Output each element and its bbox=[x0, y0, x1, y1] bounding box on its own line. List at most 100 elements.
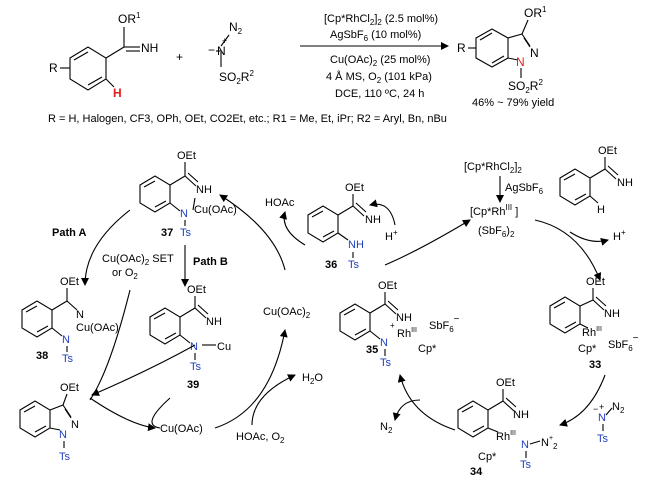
cp-35: Cp* bbox=[418, 343, 437, 355]
h-plus-left: H+ bbox=[385, 228, 398, 243]
cuoac-bottom: Cu(OAc) bbox=[160, 423, 203, 435]
nh-34: NH bbox=[513, 409, 529, 421]
azide-minus: − bbox=[208, 43, 215, 57]
cuoac-38: Cu(OAc) bbox=[76, 322, 119, 334]
condition-cu: Cu(OAc)2 (25 mol%) bbox=[330, 54, 430, 68]
azide-reagent-n2: N2 bbox=[612, 401, 625, 415]
oet-35: OEt bbox=[378, 280, 397, 292]
cp-33: Cp* bbox=[578, 343, 597, 355]
oet-33: OEt bbox=[586, 276, 605, 288]
ts-36: Ts bbox=[348, 259, 360, 271]
product-so2r2: SO2R2 bbox=[508, 78, 543, 95]
label-39: 39 bbox=[187, 379, 199, 391]
h2o: H2O bbox=[302, 372, 323, 386]
condition-ms: 4 Å MS, O2 (101 kPa) bbox=[326, 70, 432, 85]
n-38: N bbox=[62, 334, 70, 346]
rh-35: RhIII bbox=[397, 327, 417, 340]
plus-35: + bbox=[390, 321, 395, 330]
ts-34: Ts bbox=[520, 459, 532, 471]
n-34: N bbox=[521, 439, 529, 451]
ts-35: Ts bbox=[380, 357, 392, 369]
h-plus-right: H+ bbox=[613, 228, 626, 243]
substrate-cycle: OEt NH H bbox=[559, 145, 633, 216]
sbf6-35: SbF6− bbox=[429, 314, 460, 334]
label-34: 34 bbox=[470, 466, 483, 478]
nh-36-imine: NH bbox=[365, 214, 381, 226]
cuoac2-middle: Cu(OAc)2 bbox=[263, 306, 311, 320]
oet-39: OEt bbox=[187, 284, 206, 296]
oet-34: OEt bbox=[496, 377, 515, 389]
azide-plus: + bbox=[222, 36, 227, 46]
n2-release: N2 bbox=[380, 421, 393, 435]
ts-indazole: Ts bbox=[59, 451, 71, 463]
azide-reagent-plus: + bbox=[599, 402, 604, 412]
rh-33: RhIII bbox=[582, 326, 602, 339]
product-indazole: OR1 N R N SO2R2 46% ~ 79% yield bbox=[457, 5, 554, 109]
intermediate-35: OEt NH + RhIII SbF6− N Ts Cp* 35 bbox=[339, 280, 460, 369]
r1-label: OR1 bbox=[118, 11, 141, 26]
sulfonyl-azide: N2 − + N SO2R2 bbox=[208, 20, 254, 86]
intermediate-37: OEt NH N Cu(OAc) Ts 37 bbox=[139, 150, 237, 239]
condition-ag: AgSbF6 (10 mol%) bbox=[330, 29, 421, 43]
n-35: N bbox=[380, 337, 388, 349]
oet-36: OEt bbox=[345, 182, 364, 194]
intermediate-33: OEt NH RhIII Cp* SbF6− 33 bbox=[549, 276, 639, 371]
path-b-label: Path B bbox=[193, 256, 228, 268]
cp-34: Cp* bbox=[478, 451, 497, 463]
starting-imidate: OR1 NH R H bbox=[49, 11, 158, 100]
label-37: 37 bbox=[161, 227, 173, 239]
cp-rhcl2: [Cp*RhCl2]2 bbox=[464, 161, 522, 175]
n1-indazole: N bbox=[59, 429, 67, 441]
n2-34: N+2 bbox=[541, 435, 558, 451]
nh-36: NH bbox=[348, 239, 364, 251]
intermediate-38: OEt N N Cu(OAc) Ts 38 bbox=[21, 276, 119, 365]
azide-reagent-minus: − bbox=[593, 404, 598, 414]
product-or1: OR1 bbox=[524, 5, 547, 20]
ts-37: Ts bbox=[180, 227, 192, 239]
cp-rh3: [Cp*RhIII ] bbox=[470, 203, 518, 218]
label-38: 38 bbox=[36, 350, 48, 362]
nh-37: NH bbox=[196, 184, 212, 196]
oet-37: OEt bbox=[177, 150, 196, 162]
n-37: N bbox=[180, 208, 188, 220]
azide-n: N bbox=[217, 44, 226, 58]
label-33: 33 bbox=[589, 359, 601, 371]
azide-so2r2: SO2R2 bbox=[219, 69, 254, 86]
hoac: HOAc bbox=[265, 197, 295, 209]
nh-label: NH bbox=[141, 41, 158, 55]
condition-solvent: DCE, 110 ºC, 24 h bbox=[335, 88, 424, 100]
r-label: R bbox=[49, 61, 58, 75]
n-indazole: N bbox=[71, 419, 79, 431]
oet-indazole: OEt bbox=[60, 382, 79, 394]
azide-reagent-n: N bbox=[598, 412, 606, 424]
plus-sign: + bbox=[176, 50, 183, 64]
product-r: R bbox=[457, 41, 466, 55]
product-indazole-ts: OEt N N Ts bbox=[19, 382, 79, 463]
cuoac-37: Cu(OAc) bbox=[194, 204, 237, 216]
or-o2-label: or O2 bbox=[112, 267, 138, 281]
azide-n2: N2 bbox=[229, 20, 243, 36]
sbf6-2: (SbF6)2 bbox=[478, 225, 515, 239]
label-35: 35 bbox=[366, 344, 378, 356]
nh-39: NH bbox=[206, 316, 222, 328]
n-imine-38: N bbox=[76, 309, 84, 321]
product-n1: N bbox=[516, 55, 525, 69]
path-a-label: Path A bbox=[52, 227, 86, 239]
label-36: 36 bbox=[325, 259, 337, 271]
sbf6-33: SbF6− bbox=[608, 333, 639, 353]
ts-38: Ts bbox=[62, 353, 74, 365]
intermediate-39: OEt NH N Cu Ts 39 bbox=[149, 284, 231, 391]
hoac-o2: HOAc, O2 bbox=[236, 431, 285, 445]
h-label: H bbox=[113, 86, 122, 100]
yield-text: 46% ~ 79% yield bbox=[472, 97, 554, 109]
ts-39: Ts bbox=[190, 361, 202, 373]
intermediate-34: OEt NH RhIII N N+2 Ts Cp* 34 bbox=[457, 377, 558, 478]
nh-33: NH bbox=[604, 308, 620, 320]
azide-reagent: − + N N2 Ts bbox=[593, 401, 625, 445]
cu-set-label: Cu(OAc)2 SET bbox=[102, 253, 174, 267]
n-39: N bbox=[190, 341, 198, 353]
nh-sub: NH bbox=[617, 177, 633, 189]
substrate-scope: R = H, Halogen, CF3, OPh, OEt, CO2Et, et… bbox=[48, 113, 447, 125]
